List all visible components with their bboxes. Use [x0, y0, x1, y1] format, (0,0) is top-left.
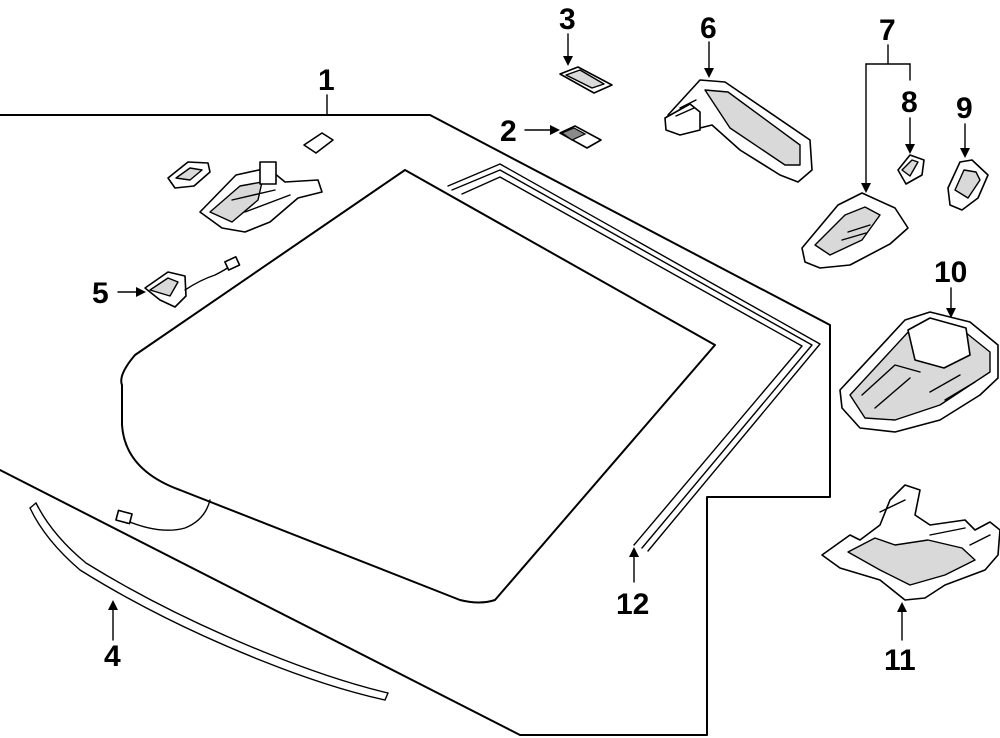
sensor-wire-connector	[115, 509, 133, 525]
windshield-moulding-inner	[461, 176, 803, 546]
callout-8: 8	[901, 86, 918, 119]
lower-weatherstrip	[29, 507, 386, 701]
callout-7: 7	[879, 14, 896, 47]
lower-weatherstrip-edge	[35, 502, 389, 694]
bracket-9	[947, 159, 989, 211]
windshield-moulding	[451, 169, 813, 549]
callout-3: 3	[559, 3, 576, 36]
callout-10: 10	[934, 256, 967, 289]
sensor-housing-10	[839, 311, 999, 433]
cover-bracket-11	[821, 484, 1000, 601]
rear-view-mirror	[664, 79, 813, 183]
part-2-tape	[559, 125, 602, 149]
assembly-frame	[0, 114, 831, 736]
callout-4: 4	[104, 640, 121, 673]
sensor-wire	[124, 499, 211, 531]
callout-11: 11	[884, 644, 916, 677]
callout-1: 1	[318, 64, 335, 97]
callout-9: 9	[956, 92, 973, 125]
callout-2: 2	[500, 115, 517, 148]
rain-sensor	[144, 256, 241, 308]
mirror-cover	[801, 192, 909, 269]
windshield-glass	[120, 169, 716, 604]
windshield-moulding-outer	[447, 163, 821, 552]
callout-5: 5	[92, 277, 109, 310]
callout-6: 6	[700, 12, 717, 45]
mirror-pad	[303, 132, 334, 154]
callout-12: 12	[616, 588, 649, 621]
sensor-bracket	[167, 161, 323, 233]
